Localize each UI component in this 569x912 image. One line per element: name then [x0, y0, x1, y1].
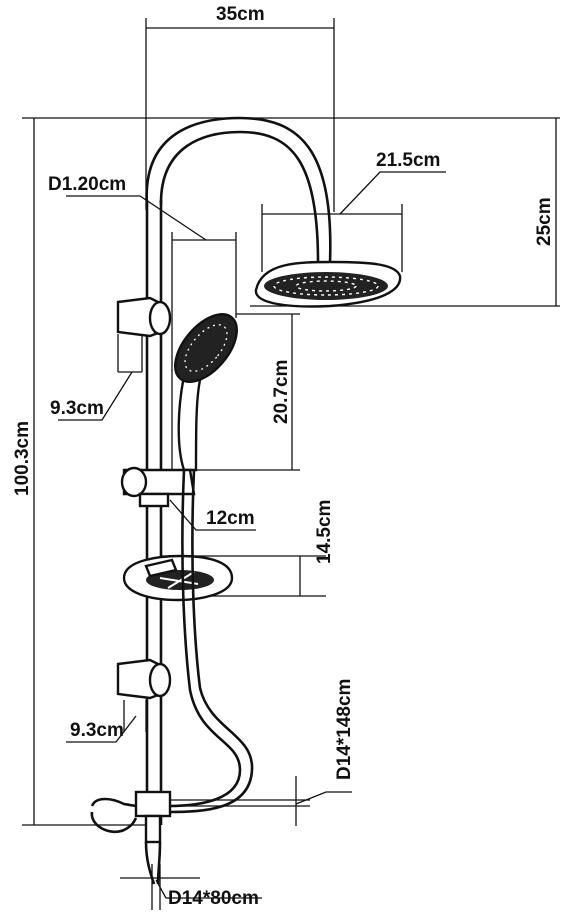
- width-label: 35cm: [216, 4, 265, 25]
- arm-diameter-label: D1.20cm: [48, 174, 126, 195]
- hose-spec-label: D14*148cm: [334, 679, 355, 780]
- wall-bracket-top: [116, 296, 172, 338]
- shower-hose: [167, 469, 254, 814]
- inlet-spec-label: D14*80cm: [168, 888, 259, 909]
- total-height-label: 100.3cm: [12, 421, 33, 496]
- dimension-labels: 35cm 21.5cm D1.20cm 25cm 20.7cm 9.3cm 10…: [12, 4, 555, 909]
- diverter-valve: [90, 790, 172, 885]
- slider-holder: [120, 466, 196, 508]
- dimension-lines: [22, 18, 560, 910]
- soap-dish: [122, 554, 234, 602]
- rain-shower-head: [254, 260, 402, 308]
- slider-offset-label: 12cm: [206, 508, 255, 529]
- head-height-label: 25cm: [534, 197, 555, 246]
- hand-shower: [174, 313, 238, 472]
- wall-bracket-bottom: [116, 658, 172, 700]
- bracket-bottom-label: 9.3cm: [70, 720, 124, 741]
- bracket-top-label: 9.3cm: [50, 398, 104, 419]
- handshower-drop-label: 20.7cm: [271, 360, 292, 424]
- head-diameter-label: 21.5cm: [376, 150, 440, 171]
- dish-height-label: 14.5cm: [314, 500, 335, 564]
